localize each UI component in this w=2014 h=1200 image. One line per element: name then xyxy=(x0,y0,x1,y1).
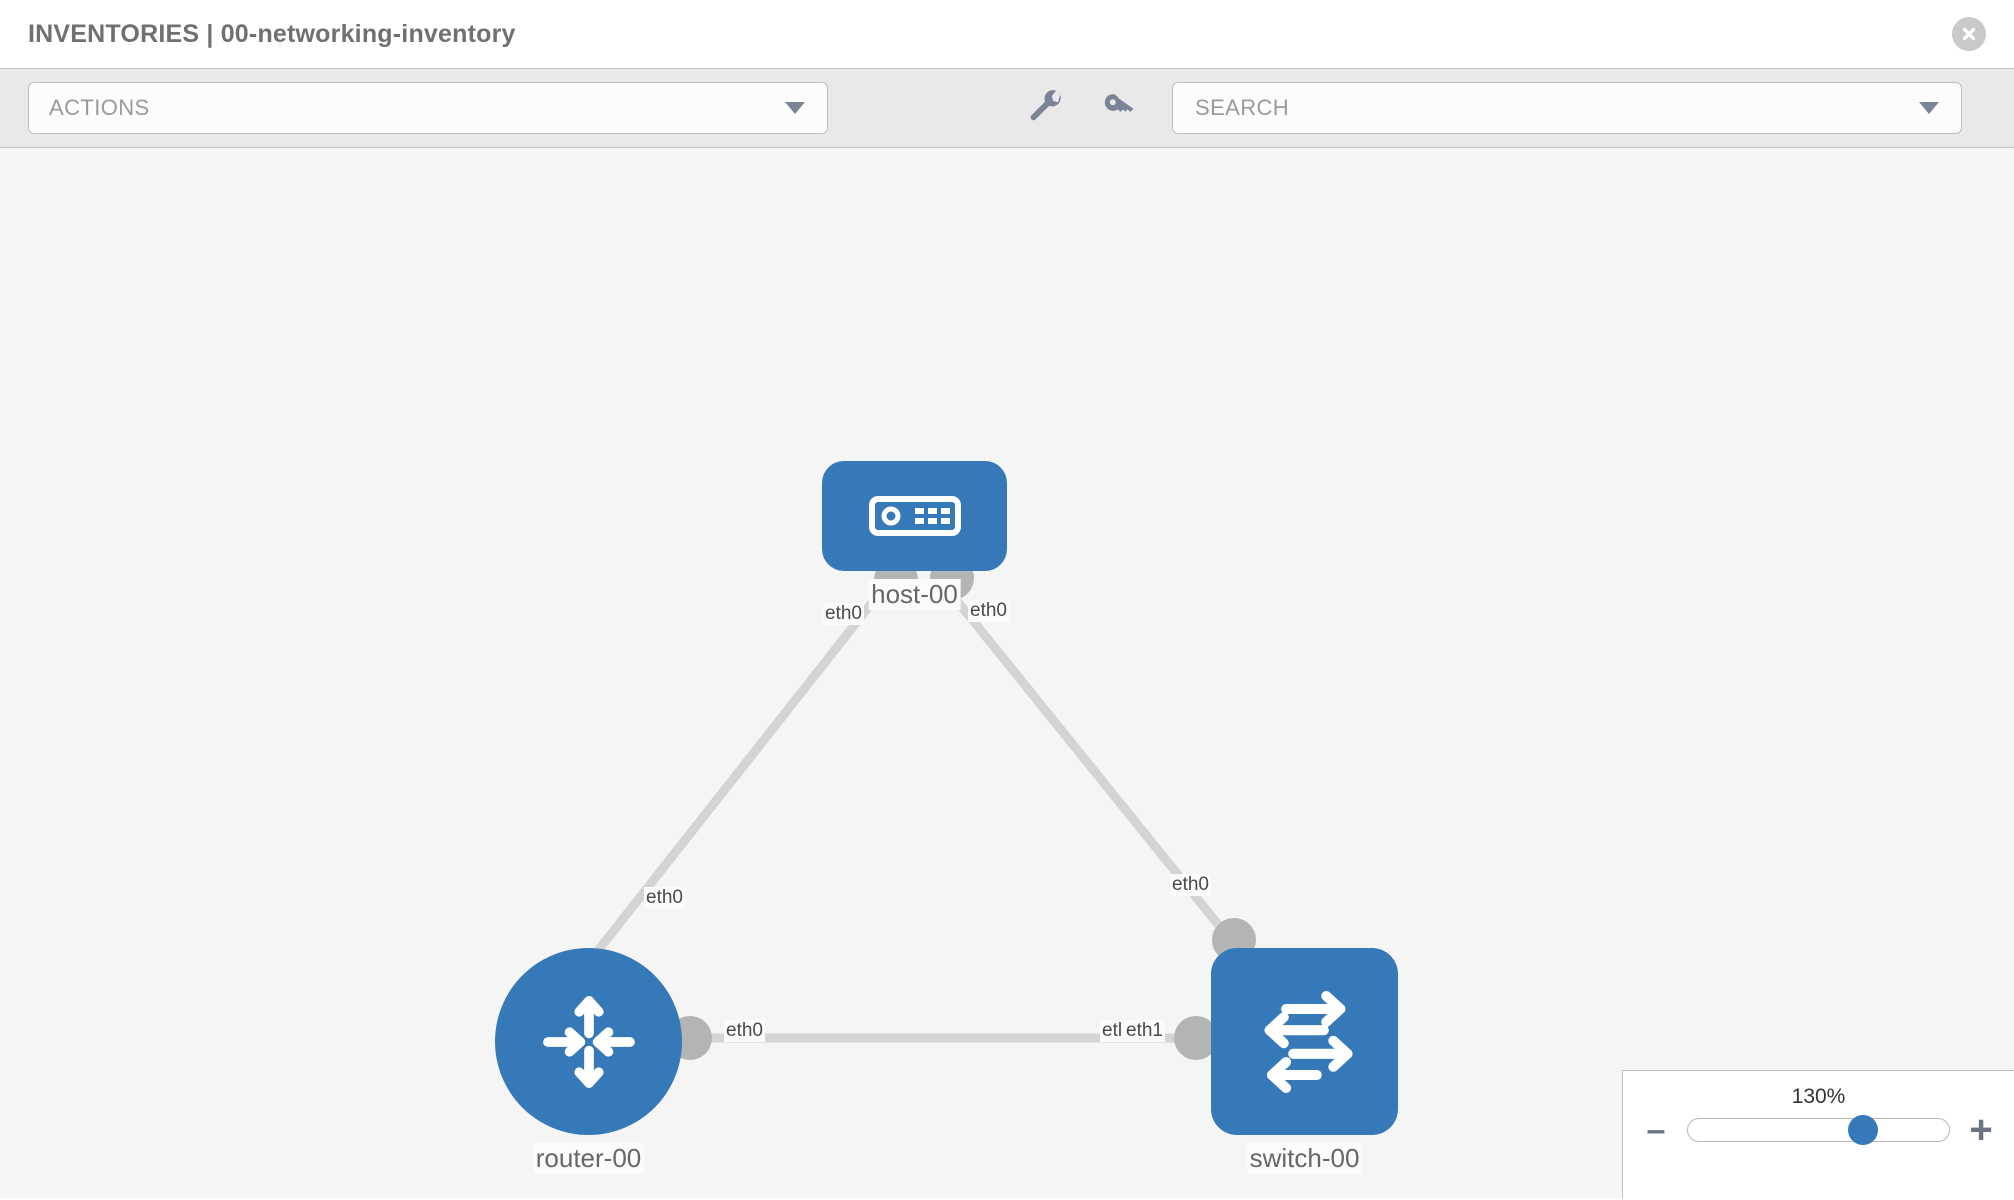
actions-dropdown-label: ACTIONS xyxy=(49,95,150,120)
zoom-slider-row: – + xyxy=(1623,1108,2014,1152)
zoom-control-panel: 130% – + xyxy=(1622,1070,2014,1198)
search-chevron-down-icon[interactable] xyxy=(1919,102,1939,114)
topology-links-layer xyxy=(574,556,1256,1060)
node-router-00-label: router-00 xyxy=(532,1143,645,1174)
toolbar-icon-group xyxy=(1028,89,1138,127)
page-header: INVENTORIES | 00-networking-inventory xyxy=(0,0,2014,68)
page-title: INVENTORIES | 00-networking-inventory xyxy=(28,19,516,48)
edge-label-router00-right: eth0 xyxy=(724,1020,765,1042)
link-host00-router00[interactable] xyxy=(574,573,897,979)
edge-label-router00-up: eth0 xyxy=(644,887,685,909)
close-icon xyxy=(1962,27,1976,41)
node-switch-00[interactable]: switch-00 xyxy=(1211,948,1398,1174)
server-icon xyxy=(868,496,961,536)
close-button[interactable] xyxy=(1952,17,1986,51)
node-router-00[interactable]: router-00 xyxy=(495,948,682,1174)
topology-canvas[interactable]: host-00 rout xyxy=(0,148,2014,1198)
node-host-00[interactable]: host-00 xyxy=(822,461,1007,610)
node-switch-00-shape[interactable] xyxy=(1211,948,1398,1135)
toolbar: ACTIONS xyxy=(0,68,2014,148)
key-icon[interactable] xyxy=(1100,89,1138,127)
zoom-slider-thumb[interactable] xyxy=(1847,1115,1878,1145)
node-switch-00-label: switch-00 xyxy=(1246,1143,1363,1174)
zoom-level-value: 130% xyxy=(1791,1085,1846,1108)
switch-arrows-icon xyxy=(1264,990,1352,1093)
edge-label-switch00-left-partial: etl xyxy=(1100,1020,1125,1042)
wrench-icon[interactable] xyxy=(1028,89,1066,127)
node-host-00-shape[interactable] xyxy=(822,461,1007,571)
chevron-down-icon xyxy=(785,102,805,114)
node-router-00-shape[interactable] xyxy=(495,948,682,1135)
zoom-out-button[interactable]: – xyxy=(1646,1111,1666,1149)
endpoint-switch00-left[interactable] xyxy=(1174,1016,1218,1060)
edge-label-host00-left: eth0 xyxy=(823,603,864,625)
search-input[interactable] xyxy=(1193,94,1941,122)
search-field[interactable] xyxy=(1172,82,1962,134)
edge-label-switch00-left: eth1 xyxy=(1124,1020,1165,1042)
router-arrows-icon xyxy=(542,995,635,1088)
actions-dropdown[interactable]: ACTIONS xyxy=(28,82,828,134)
edge-label-host00-right: eth0 xyxy=(968,600,1009,622)
node-host-00-label: host-00 xyxy=(868,579,961,610)
edge-label-switch00-up: eth0 xyxy=(1170,874,1211,896)
zoom-in-button[interactable]: + xyxy=(1969,1108,1993,1152)
zoom-slider-track[interactable] xyxy=(1687,1115,1950,1145)
